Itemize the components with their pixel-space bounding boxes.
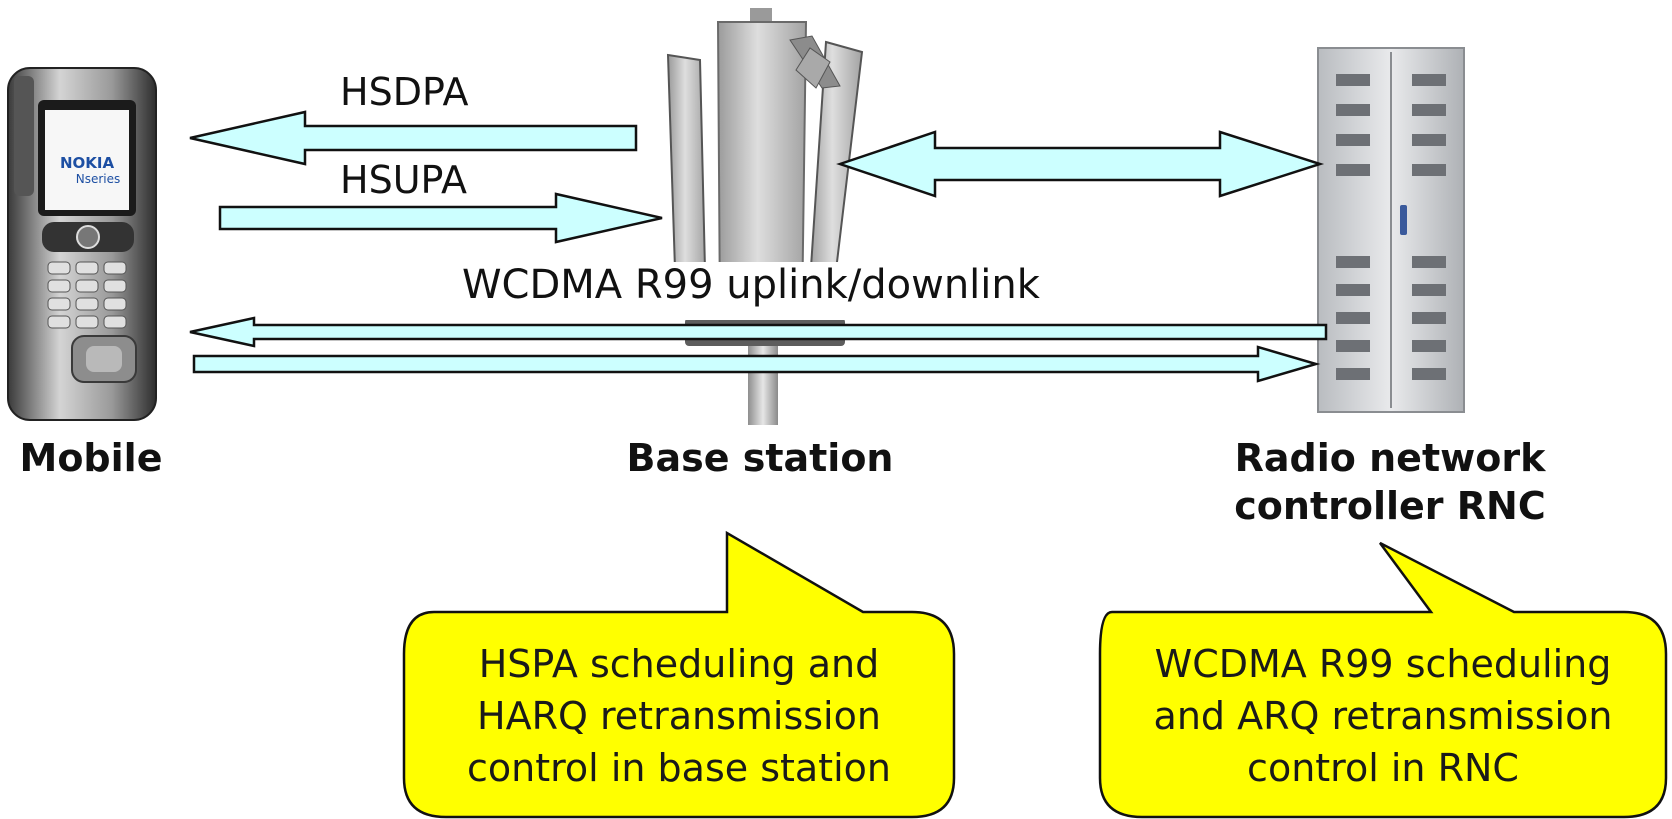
callout-line: control in base station <box>467 746 891 790</box>
base-station-caption: Base station <box>626 436 894 480</box>
hsupa-label: HSUPA <box>340 158 467 202</box>
mobile-phone-image: NOKIA Nseries <box>7 67 157 421</box>
base-station-callout-text: HSPA scheduling and HARQ retransmission … <box>404 638 954 794</box>
wcdma-downlink-arrow <box>189 316 1328 348</box>
callout-line: WCDMA R99 scheduling <box>1154 642 1612 686</box>
wcdma-label-background <box>440 262 1060 320</box>
rnc-caption-line1: Radio network <box>1234 436 1546 480</box>
callout-line: and ARQ retransmission <box>1153 694 1613 738</box>
arrows <box>189 110 1328 383</box>
phone-brand: NOKIA <box>60 154 115 172</box>
bs-rnc-bidirectional-arrow <box>836 130 1325 198</box>
wcdma-uplink-arrow <box>192 345 1321 383</box>
callout-line: HARQ retransmission <box>477 694 881 738</box>
rnc-callout-text: WCDMA R99 scheduling and ARQ retransmiss… <box>1100 638 1666 794</box>
hsupa-uplink-arrow <box>218 192 663 244</box>
phone-series: Nseries <box>76 172 121 186</box>
hsdpa-downlink-arrow <box>189 110 638 166</box>
callout-base-station <box>402 530 956 819</box>
mobile-caption: Mobile <box>19 436 163 480</box>
callout-line: HSPA scheduling and <box>478 642 880 686</box>
rnc-cabinet-image <box>1317 47 1465 413</box>
callout-line: control in RNC <box>1247 746 1519 790</box>
hsdpa-label: HSDPA <box>340 70 469 114</box>
callout-rnc <box>1098 541 1668 819</box>
wcdma-label: WCDMA R99 uplink/downlink <box>462 262 1040 308</box>
rnc-caption-line2: controller RNC <box>1234 484 1546 528</box>
